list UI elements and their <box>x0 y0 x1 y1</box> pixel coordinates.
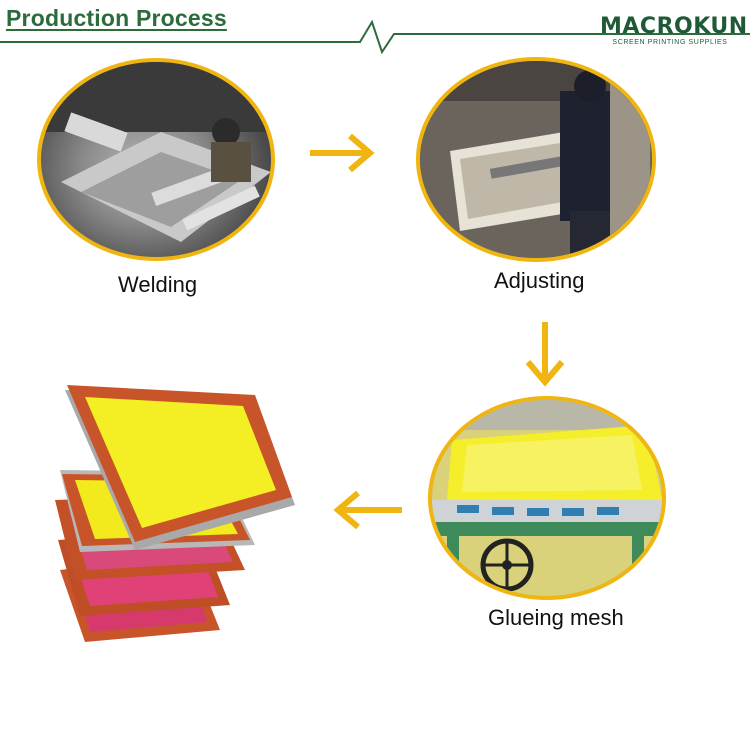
welding-scene <box>41 62 271 242</box>
glueing-scene <box>432 400 662 596</box>
arrow-left-icon <box>333 490 402 530</box>
adjusting-photo <box>416 57 656 262</box>
page-header: Production Process MACROKUN SCREEN PRINT… <box>0 0 750 55</box>
page-title: Production Process <box>6 5 227 31</box>
arrow-right-icon <box>310 133 375 173</box>
step-label-glueing-mesh: Glueing mesh <box>488 605 624 630</box>
glueing-mesh-photo <box>428 396 666 600</box>
header-divider <box>0 19 750 55</box>
step-label-welding: Welding <box>118 272 198 297</box>
brand-logo: MACROKUN SCREEN PRINTING SUPPLIES <box>600 14 748 47</box>
step-label-adjusting: Adjusting <box>494 268 585 293</box>
logo-tagline: SCREEN PRINTING SUPPLIES <box>612 39 728 46</box>
logo-wordmark: MACROKUN <box>600 14 748 39</box>
welding-photo <box>37 58 275 261</box>
arrow-down-icon <box>525 322 565 387</box>
finished-frames-stack <box>55 385 295 642</box>
adjusting-scene <box>420 61 652 258</box>
